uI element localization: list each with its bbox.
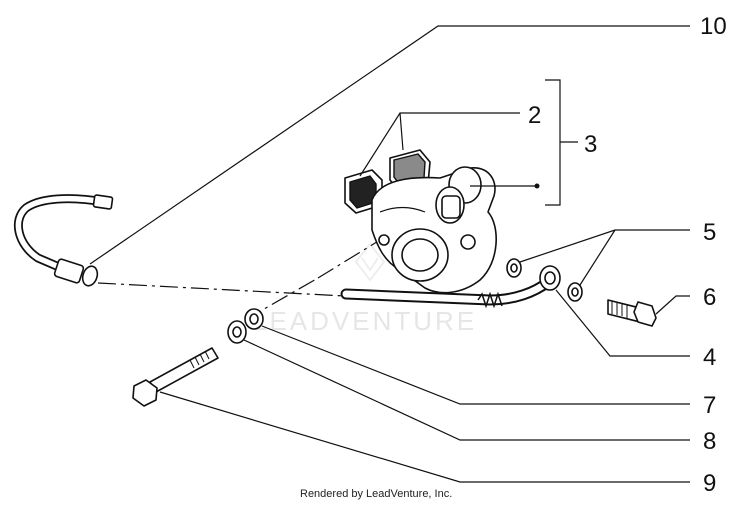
part-7-washer xyxy=(244,308,264,330)
callout-7: 7 xyxy=(703,392,716,419)
part-8-spacer xyxy=(227,320,247,344)
watermark-text: LEADVENTURE xyxy=(252,306,477,336)
callout-6: 6 xyxy=(703,284,716,311)
callout-5: 5 xyxy=(703,219,716,246)
callout-10: 10 xyxy=(700,13,727,40)
watermark: LEADVENTURE xyxy=(252,242,477,336)
callout-2: 2 xyxy=(528,102,541,129)
callout-9: 9 xyxy=(703,470,716,497)
callout-4: 4 xyxy=(703,344,716,371)
part-4-banjo-fitting xyxy=(539,265,561,291)
callout-3-bracket xyxy=(545,79,578,206)
footer-credit: Rendered by LeadVenture, Inc. xyxy=(300,488,452,500)
part-5-washers xyxy=(506,258,583,302)
callout-8: 8 xyxy=(703,428,716,455)
part-10-brake-hose xyxy=(13,194,114,287)
part-9-bolt xyxy=(132,347,219,407)
part-3-caliper xyxy=(371,166,497,294)
leader-lines xyxy=(89,25,690,483)
callout-3: 3 xyxy=(584,131,597,158)
part-6-banjo-bolt xyxy=(607,299,657,327)
